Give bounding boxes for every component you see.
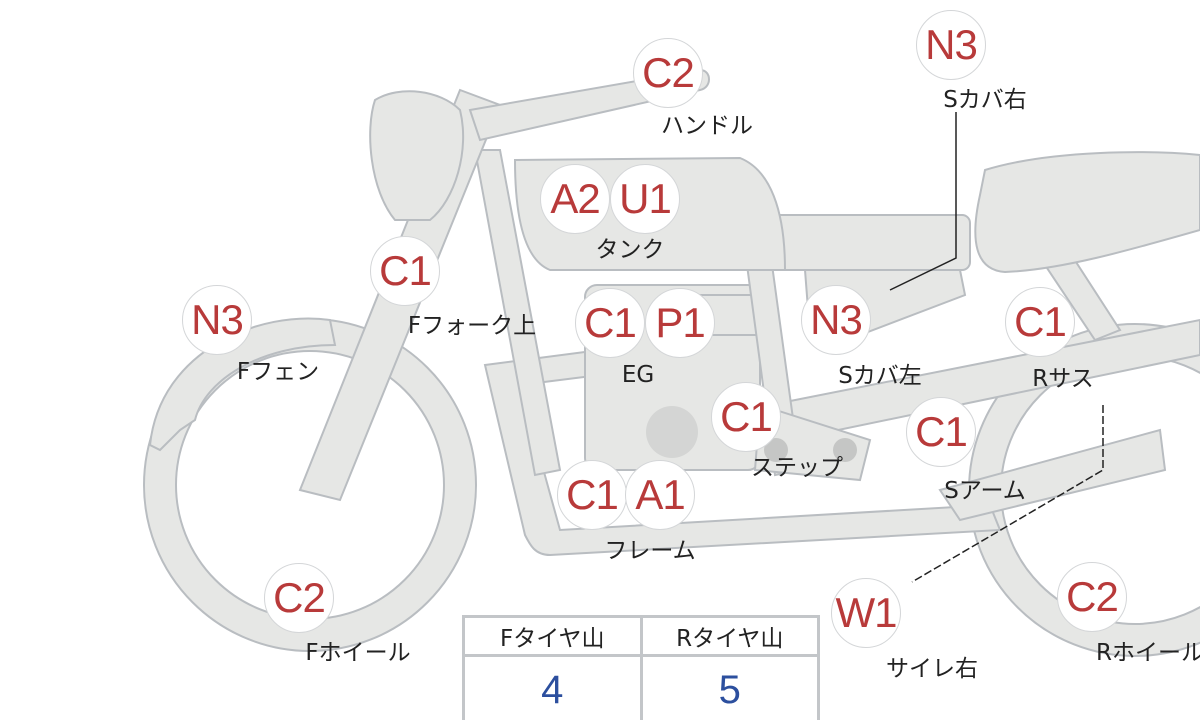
marker-step[interactable]: C1	[711, 382, 781, 452]
label-side-cover-left: Sカバ左	[838, 363, 922, 389]
label-side-cover-right: Sカバ右	[943, 87, 1027, 113]
front-fender	[148, 317, 337, 452]
marker-front-fork-upper[interactable]: C1	[370, 236, 440, 306]
leader-line	[889, 112, 957, 291]
marker-rear-wheel[interactable]: C2	[1057, 562, 1127, 632]
marker-front-wheel[interactable]: C2	[264, 563, 334, 633]
marker-handle[interactable]: C2	[633, 38, 703, 108]
marker-frame-a[interactable]: A1	[625, 460, 695, 530]
step-peg-icon	[833, 438, 857, 462]
label-tank: タンク	[595, 237, 665, 263]
frame-downtube	[473, 149, 562, 477]
rear-tire-header: Rタイヤ山	[639, 615, 820, 657]
marker-engine-p[interactable]: P1	[645, 288, 715, 358]
marker-side-cover-left[interactable]: N3	[801, 285, 871, 355]
tire-tread-table: Fタイヤ山 Rタイヤ山 4 5	[462, 615, 820, 720]
marker-front-fender[interactable]: N3	[182, 285, 252, 355]
marker-swingarm[interactable]: C1	[906, 397, 976, 467]
seat	[769, 214, 971, 271]
front-tire-header: Fタイヤ山	[462, 615, 643, 657]
front-tire-value: 4	[462, 654, 643, 720]
label-engine: EG	[621, 362, 655, 388]
marker-frame-c[interactable]: C1	[557, 460, 627, 530]
label-front-fender: Fフェン	[236, 359, 320, 385]
label-muffler-right: サイレ右	[886, 656, 978, 682]
headlight	[369, 90, 465, 221]
label-frame: フレーム	[604, 538, 696, 564]
marker-side-cover-right[interactable]: N3	[916, 10, 986, 80]
label-swingarm: Sアーム	[944, 478, 1026, 504]
marker-engine-c[interactable]: C1	[575, 288, 645, 358]
marker-rear-suspension[interactable]: C1	[1005, 287, 1075, 357]
label-front-fork-upper: Fフォーク上	[407, 313, 537, 339]
step-peg-icon	[764, 438, 788, 462]
marker-tank-u[interactable]: U1	[610, 164, 680, 234]
rear-seat	[974, 151, 1200, 274]
rear-tire-value: 5	[639, 654, 820, 720]
marker-muffler-right[interactable]: W1	[831, 578, 901, 648]
leader-line	[911, 405, 1104, 583]
marker-tank-a[interactable]: A2	[540, 164, 610, 234]
label-rear-suspension: Rサス	[1032, 366, 1094, 392]
label-rear-wheel: Rホイール	[1096, 640, 1200, 666]
label-handle: ハンドル	[661, 113, 753, 139]
engine-cover	[646, 406, 698, 458]
label-step: ステップ	[751, 455, 843, 481]
muffler	[938, 428, 1167, 522]
label-front-wheel: Fホイール	[305, 640, 411, 666]
